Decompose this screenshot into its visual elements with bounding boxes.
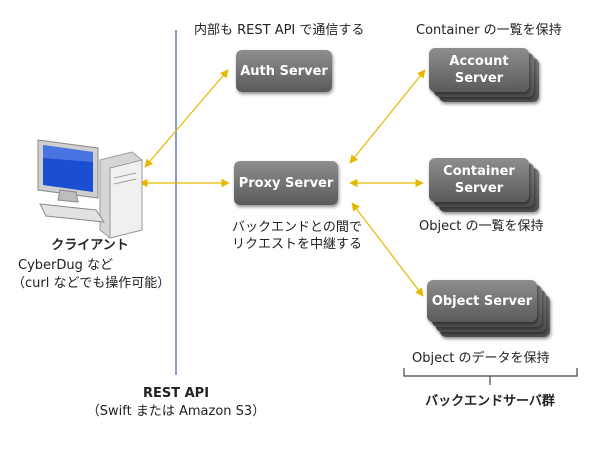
object-list-note: Object の一覧を保持 bbox=[419, 219, 544, 234]
client-line1: CyberDug など bbox=[18, 258, 113, 273]
client-line2: （curl などでも操作可能） bbox=[12, 276, 171, 291]
object-server-box: Object Server bbox=[427, 280, 537, 322]
object-server-label: Object Server bbox=[431, 293, 533, 309]
proxy-note-line2: リクエストを中継する bbox=[232, 237, 363, 252]
auth-server-box: Auth Server bbox=[236, 50, 332, 92]
rest-api-title: REST API bbox=[142, 386, 210, 401]
container-server-box: Container Server bbox=[429, 158, 529, 202]
client-title: クライアント bbox=[51, 238, 129, 253]
account-server-box: Account Server bbox=[429, 48, 529, 92]
auth-note: 内部も REST API で通信する bbox=[194, 23, 365, 38]
backend-group-title: バックエンドサーバ群 bbox=[425, 394, 555, 409]
arrow-proxy-object bbox=[351, 202, 424, 297]
container-note: Container の一覧を保持 bbox=[416, 23, 562, 38]
account-server-label: Account Server bbox=[449, 54, 509, 86]
computer-icon bbox=[37, 139, 143, 239]
arrow-client-auth bbox=[144, 69, 229, 168]
rest-api-subtitle: （Swift または Amazon S3） bbox=[86, 404, 266, 419]
arrow-proxy-account bbox=[349, 69, 426, 164]
proxy-server-box: Proxy Server bbox=[234, 161, 338, 205]
auth-server-label: Auth Server bbox=[240, 63, 328, 79]
container-server-label: Container Server bbox=[443, 164, 515, 196]
proxy-server-label: Proxy Server bbox=[238, 175, 334, 191]
object-data-note: Object のデータを保持 bbox=[412, 351, 550, 366]
backend-group-bracket bbox=[403, 368, 578, 377]
proxy-note-line1: バックエンドとの間で bbox=[232, 220, 362, 235]
